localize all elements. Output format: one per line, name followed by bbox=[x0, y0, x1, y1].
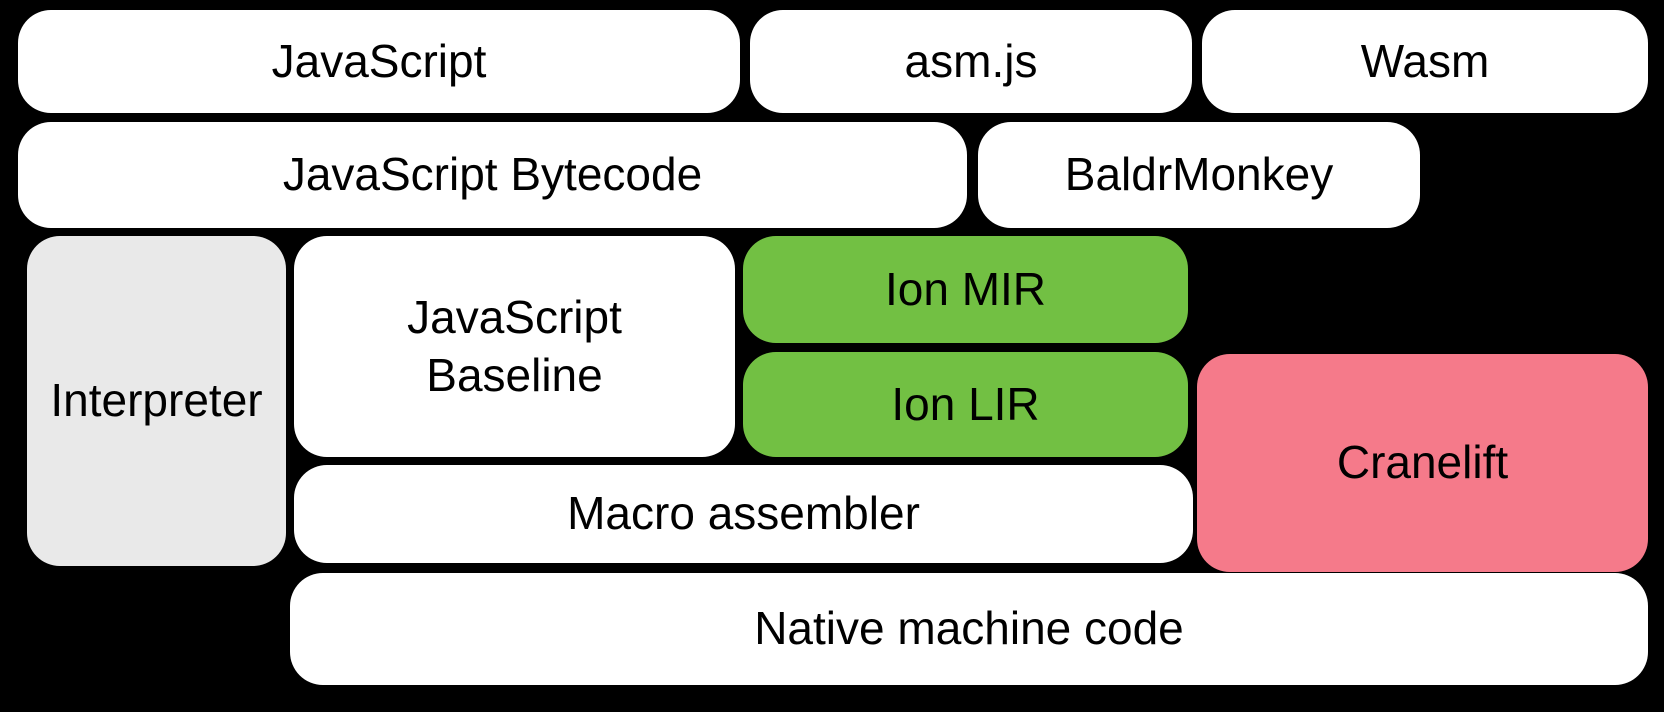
box-interpreter: Interpreter bbox=[27, 236, 286, 566]
box-cranelift: Cranelift bbox=[1197, 354, 1648, 572]
box-javascript-baseline: JavaScript Baseline bbox=[294, 236, 735, 457]
box-javascript: JavaScript bbox=[18, 10, 740, 113]
box-label: Macro assembler bbox=[567, 487, 920, 540]
box-ion-lir: Ion LIR bbox=[743, 352, 1188, 457]
box-macro-assembler: Macro assembler bbox=[294, 465, 1193, 563]
box-label-line: Baseline bbox=[426, 348, 603, 401]
box-label: JavaScript bbox=[271, 34, 487, 87]
box-asm-js: asm.js bbox=[750, 10, 1192, 113]
box-label: BaldrMonkey bbox=[1064, 148, 1334, 201]
box-label: Native machine code bbox=[754, 602, 1184, 655]
box-ion-mir: Ion MIR bbox=[743, 236, 1188, 343]
box-label-line: JavaScript bbox=[407, 291, 622, 343]
box-label: Wasm bbox=[1360, 34, 1490, 87]
box-javascript-bytecode: JavaScript Bytecode bbox=[18, 122, 967, 228]
box-native-machine-code: Native machine code bbox=[290, 573, 1648, 685]
box-label: Cranelift bbox=[1336, 436, 1509, 489]
box-label: Ion LIR bbox=[891, 377, 1040, 430]
box-label: Interpreter bbox=[50, 374, 263, 427]
box-label: asm.js bbox=[904, 34, 1038, 87]
box-wasm: Wasm bbox=[1202, 10, 1648, 113]
box-label: Ion MIR bbox=[884, 262, 1047, 315]
box-baldrmonkey: BaldrMonkey bbox=[978, 122, 1420, 228]
box-label: JavaScript Bytecode bbox=[282, 148, 703, 201]
